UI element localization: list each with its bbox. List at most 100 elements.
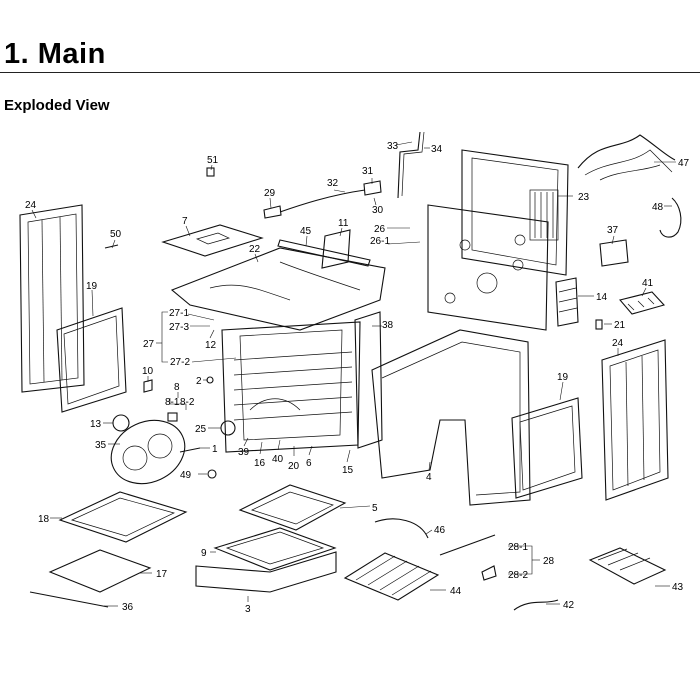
callout-50: 50	[110, 229, 122, 240]
callout-16: 16	[254, 458, 266, 469]
callout-32: 32	[327, 178, 339, 189]
part-35-burner-plate	[110, 419, 186, 485]
part-3-drawer-front	[195, 551, 337, 593]
callout-45: 45	[300, 226, 312, 237]
callout-12: 12	[205, 340, 217, 351]
callout-51: 51	[207, 155, 219, 166]
callout-39: 39	[238, 447, 250, 458]
callout-26: 26	[374, 224, 386, 235]
part-51-clip	[206, 167, 215, 177]
callout-17: 17	[156, 569, 168, 580]
callout-47: 47	[678, 158, 690, 169]
part-47-harness	[577, 134, 676, 181]
callout-18: 18	[38, 514, 50, 525]
callout-30: 30	[372, 205, 384, 216]
callout-4: 4	[426, 472, 432, 483]
callout-27: 27	[143, 339, 155, 350]
callout-15: 15	[342, 465, 354, 476]
part-10-hinge	[143, 379, 153, 393]
callout-7: 7	[182, 216, 188, 227]
part-37-label	[599, 239, 629, 267]
part-41-terminal	[619, 291, 666, 315]
title-divider	[0, 72, 700, 73]
callout-8: 8	[174, 382, 180, 393]
part-8-bracket	[167, 412, 178, 422]
callout-9: 9	[201, 548, 207, 559]
part-22-top-cover	[170, 247, 386, 331]
callout-26-1: 26-1	[370, 236, 390, 247]
callout-23: 23	[578, 192, 590, 203]
callout-8-1: 8-1	[165, 397, 180, 408]
callout-24-left: 24	[25, 200, 37, 211]
part-1-wire	[179, 447, 201, 453]
part-31-sensor	[363, 180, 382, 196]
callout-22: 22	[249, 244, 261, 255]
callout-24-right: 24	[612, 338, 624, 349]
part-33-rod	[397, 131, 425, 199]
part-25-fan	[220, 420, 236, 436]
callout-11: 11	[338, 218, 349, 229]
section-subtitle: Exploded View	[4, 97, 110, 114]
callout-19-left: 19	[86, 281, 98, 292]
callout-28: 28	[543, 556, 555, 567]
callout-33: 33	[387, 141, 399, 152]
callout-20: 20	[288, 461, 300, 472]
callout-13: 13	[90, 419, 102, 430]
oven-cavity	[221, 321, 361, 453]
callout-2: 2	[196, 376, 202, 387]
callout-35: 35	[95, 440, 107, 451]
part-26-rear-frame	[427, 204, 549, 331]
callout-27-1: 27-1	[169, 308, 189, 319]
callout-36: 36	[122, 602, 134, 613]
part-7-cover	[161, 224, 264, 257]
callout-28-1: 28-1	[508, 542, 528, 553]
part-5-shield	[238, 484, 347, 531]
part-32-wire	[279, 189, 366, 213]
part-17-drawer-tray	[48, 549, 152, 593]
callout-40: 40	[272, 454, 284, 465]
part-44-rack	[343, 552, 440, 601]
callout-14: 14	[596, 292, 608, 303]
part-24-left-door	[19, 204, 85, 393]
callout-38: 38	[382, 320, 394, 331]
leader-lines	[31, 141, 676, 607]
callout-19-right: 19	[557, 372, 569, 383]
part-48-wire	[659, 197, 682, 238]
part-49-knob	[207, 469, 217, 479]
callout-5: 5	[372, 503, 378, 514]
callout-37: 37	[607, 225, 619, 236]
callout-48: 48	[652, 202, 664, 213]
callout-27-2: 27-2	[170, 357, 190, 368]
callout-10: 10	[142, 366, 154, 377]
callout-27-3: 27-3	[169, 322, 189, 333]
callout-8-2: 8-2	[180, 397, 195, 408]
part-18-tray	[58, 491, 188, 543]
part-24-right-door	[601, 339, 669, 501]
part-29-switch	[263, 205, 282, 219]
part-19-right-glass	[511, 397, 583, 499]
part-43-rack	[588, 547, 667, 585]
part-13-knob	[112, 414, 130, 432]
callout-34: 34	[431, 144, 443, 155]
callout-25: 25	[195, 424, 207, 435]
part-38-side-wrap	[354, 311, 383, 449]
part-11-duct	[321, 229, 351, 269]
callout-44: 44	[450, 586, 462, 597]
part-4-body-wrap	[371, 329, 531, 506]
part-21-clip	[595, 319, 603, 330]
part-19-left-glass	[56, 307, 127, 413]
part-46-probe	[374, 518, 429, 539]
callout-46: 46	[434, 525, 446, 536]
callout-6: 6	[306, 458, 312, 469]
part-42-cord	[513, 599, 559, 611]
callout-28-2: 28-2	[508, 570, 528, 581]
part-9-drawer	[213, 527, 337, 571]
part-28-tube	[439, 534, 497, 581]
part-50-screw	[104, 244, 119, 249]
part-45-strip	[277, 239, 371, 267]
callout-41: 41	[642, 278, 654, 289]
part-23-back-panel	[461, 149, 569, 276]
page-title: 1. Main	[4, 38, 106, 70]
callout-29: 29	[264, 188, 276, 199]
